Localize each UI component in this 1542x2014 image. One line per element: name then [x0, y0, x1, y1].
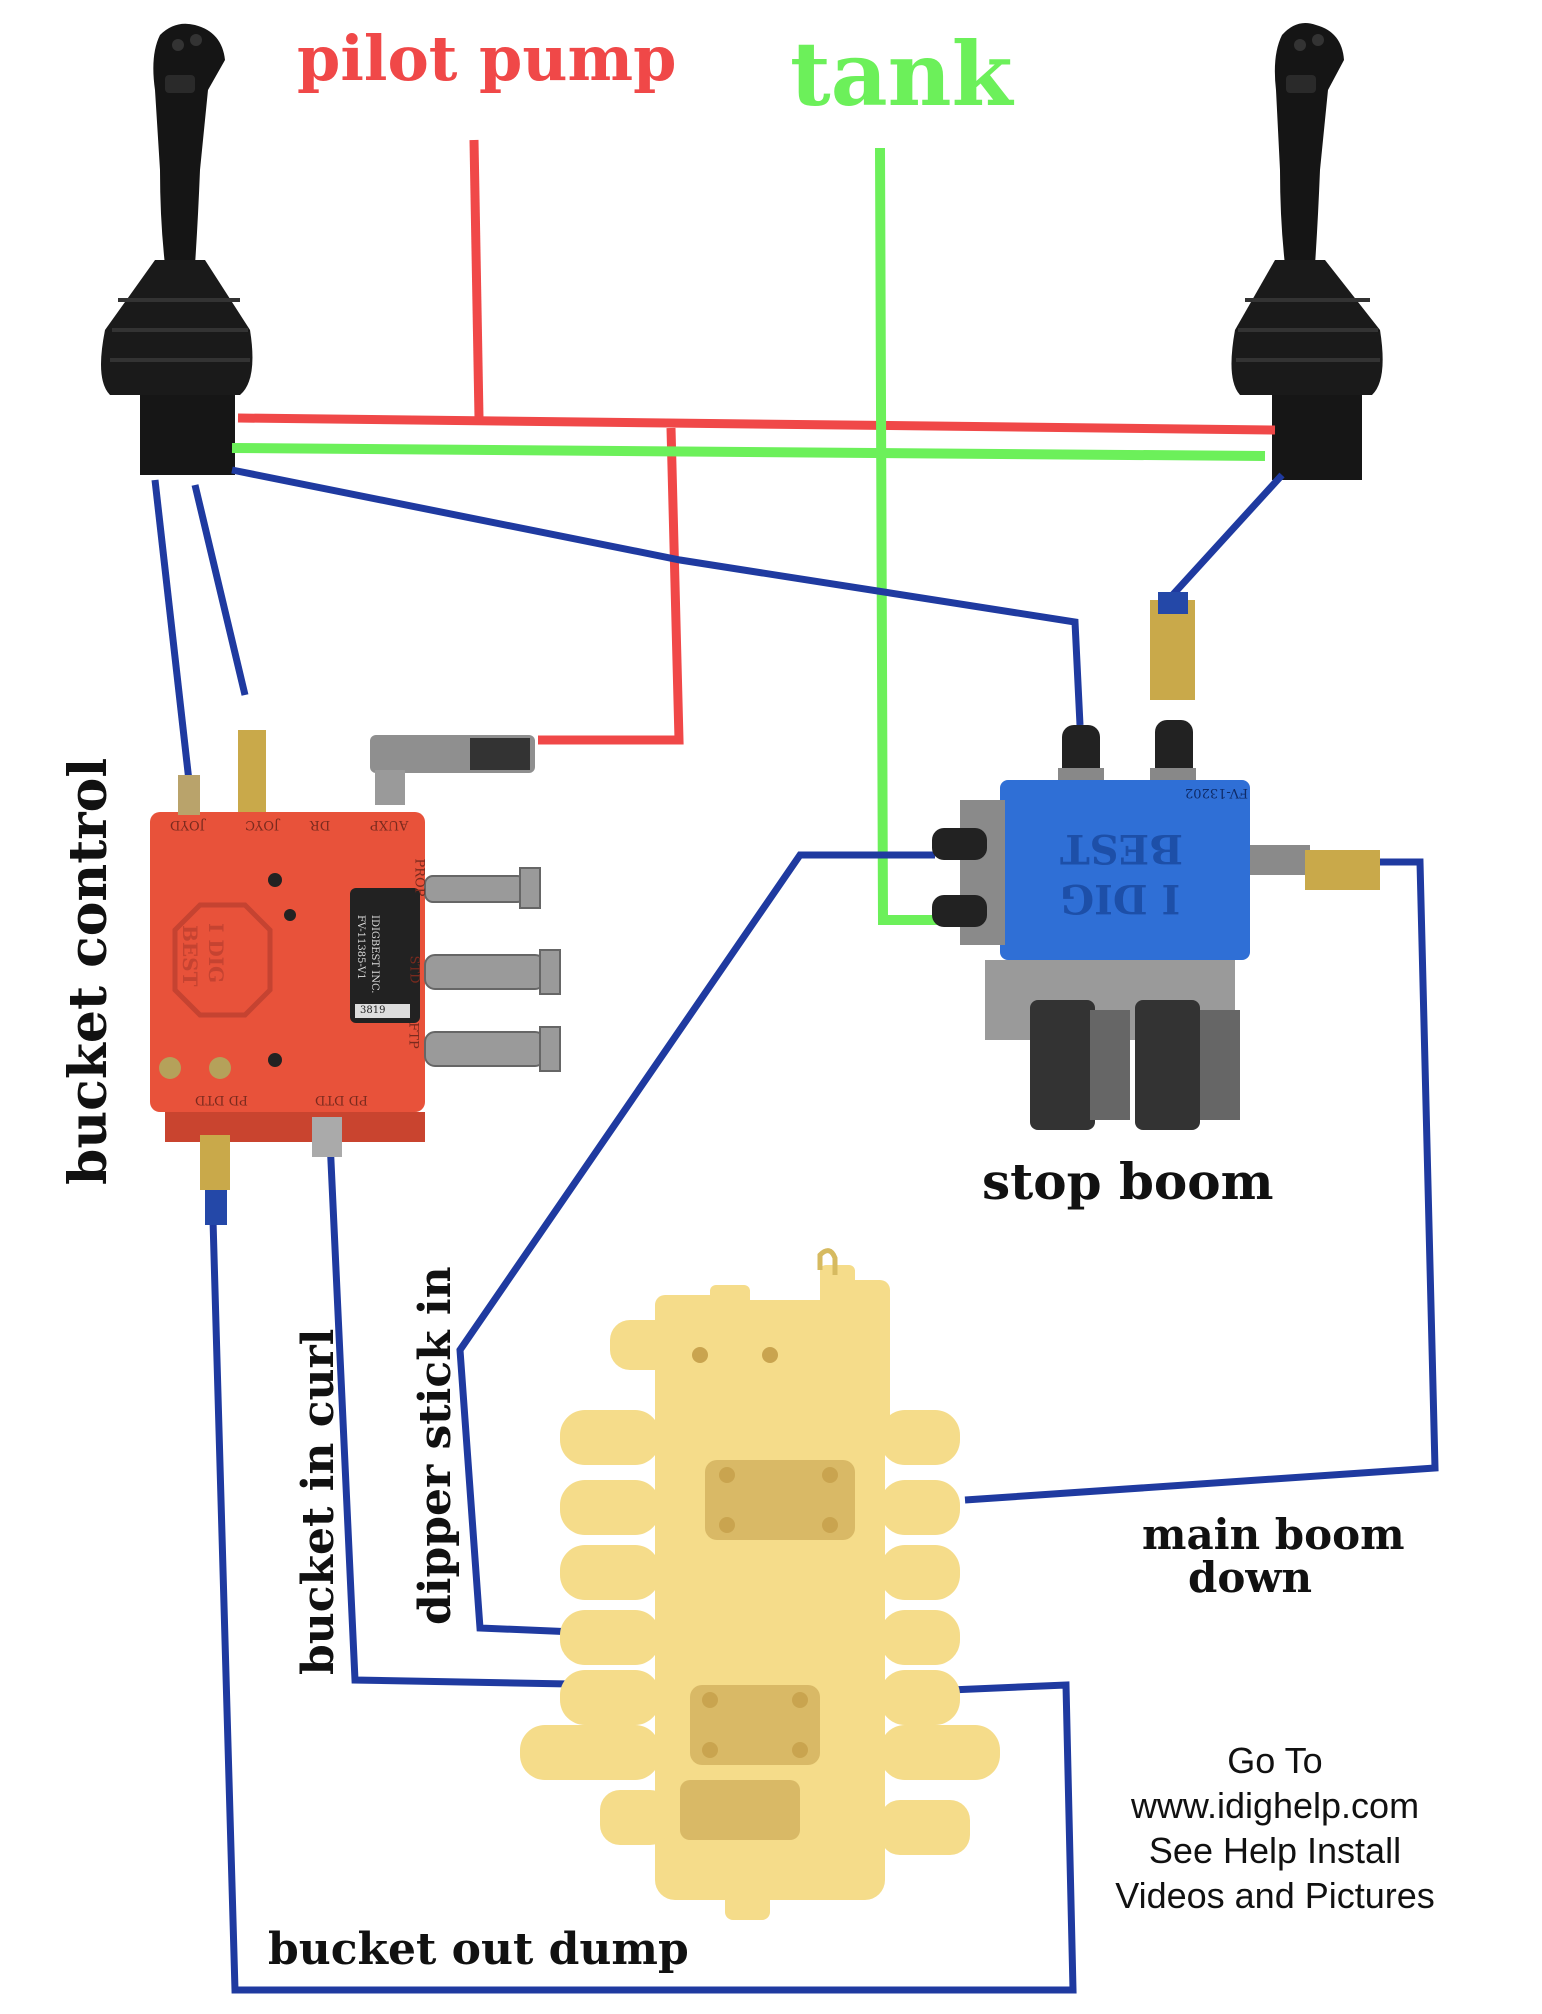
boom-valve-logo-line2: BEST	[1060, 825, 1183, 872]
bucket-valve-logo-line2: BEST	[178, 925, 202, 987]
help-note-line3: See Help Install	[1148, 1830, 1402, 1871]
main-boom-down-label-line1: main boom	[1142, 1510, 1405, 1559]
bucket-valve-port-bottom-1: PD DTD	[195, 1092, 248, 1107]
bucket-valve-port-auxp: AUXP	[370, 817, 409, 832]
pilot-pump-label: pilot pump	[297, 22, 677, 95]
bucket-valve-port-ftp: FTP	[405, 1022, 421, 1049]
boom-valve-part-number: FV-13202	[1185, 785, 1248, 800]
main-control-valve	[520, 1248, 1000, 1920]
bucket-valve-plate-line2: FV-11385-V1	[355, 915, 366, 980]
bucket-valve-port-joyc: JOYC	[245, 817, 280, 832]
help-note-line4: Videos and Pictures	[1115, 1875, 1435, 1916]
bucket-valve-port-bottom-2: PD DTD	[315, 1092, 368, 1107]
bucket-control-valve	[150, 730, 561, 1225]
stop-boom-valve	[932, 592, 1380, 1130]
help-note-line1: Go To	[1227, 1740, 1323, 1781]
help-note-url[interactable]: www.idighelp.com	[1130, 1785, 1420, 1826]
bucket-control-label: bucket control	[58, 757, 119, 1185]
help-note: Go To www.idighelp.com See Help Install …	[1075, 1738, 1475, 1918]
bucket-out-dump-label: bucket out dump	[268, 1924, 689, 1975]
bucket-valve-port-prop: PROP	[411, 858, 427, 897]
right-joystick	[1231, 22, 1383, 480]
tank-label: tank	[790, 22, 1013, 126]
bucket-valve-logo-line1: I DIG	[204, 923, 228, 984]
bucket-valve-plate-line1: IDIGBEST INC.	[369, 915, 380, 994]
main-boom-down-label-line2: down	[1188, 1553, 1313, 1602]
bucket-in-curl-label: bucket in curl	[293, 1328, 344, 1675]
pilot-pump-lines	[237, 139, 1276, 745]
stop-boom-label: stop boom	[982, 1152, 1274, 1211]
hoses	[151, 466, 1439, 1994]
tank-lines	[231, 147, 1266, 925]
dipper-stick-in-label: dipper stick in	[410, 1266, 461, 1625]
bucket-valve-port-dr: DR	[310, 817, 331, 832]
bucket-valve-port-std: STD	[406, 955, 422, 984]
bucket-valve-port-joyd: JOYD	[170, 817, 205, 832]
boom-valve-logo-line1: I DIG	[1060, 875, 1181, 922]
bucket-valve-plate-number: 3819	[360, 1005, 386, 1016]
left-joystick	[101, 23, 253, 475]
